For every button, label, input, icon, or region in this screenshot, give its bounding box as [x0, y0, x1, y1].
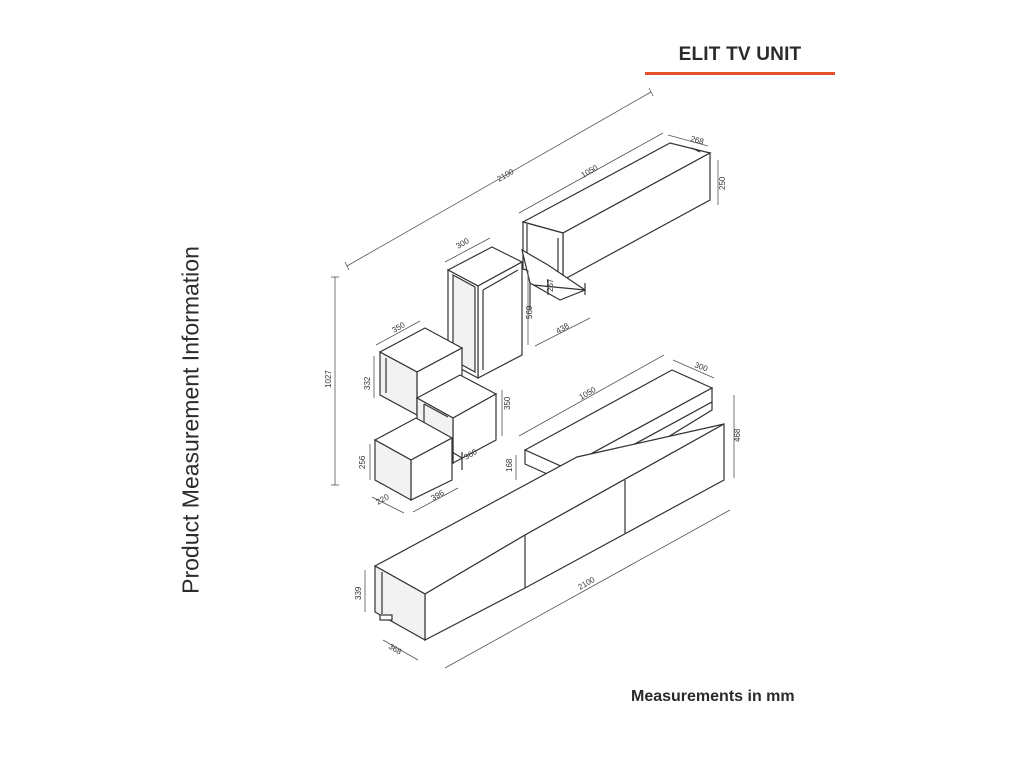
stand-depth-label: 368	[387, 642, 404, 657]
top-cabinet-height-label: 250	[718, 176, 727, 190]
bottom-shelf-width-label: 438	[555, 321, 572, 336]
stand-top-height-label: 168	[505, 458, 514, 472]
wall-height-dimension: 1027	[324, 276, 339, 486]
stand-height-label: 339	[354, 586, 363, 600]
tv-stand-base	[373, 422, 725, 642]
mid-cube-height-label: 350	[503, 396, 512, 410]
stand-total-height-label: 468	[733, 428, 742, 442]
top-cabinet-depth-label: 268	[689, 134, 705, 146]
title-underline	[645, 72, 835, 75]
wall-height-label: 1027	[324, 370, 333, 388]
gap-height-label: 257	[546, 278, 555, 292]
tall-shelf-width-label: 300	[455, 236, 472, 251]
wall-width-label: 2100	[496, 167, 516, 184]
tall-shelf-height-label: 569	[525, 305, 534, 319]
open-shelf-small	[521, 248, 587, 310]
cube-top-height-label: 332	[363, 376, 372, 390]
cube-top-width-label: 350	[391, 320, 408, 335]
gap-dimension: 257	[546, 278, 555, 292]
cube-bottom	[373, 417, 463, 502]
cube-depth-label: 220	[375, 492, 392, 507]
stand-top-depth-label: 300	[693, 360, 709, 373]
top-cabinet-width-label: 1050	[580, 163, 600, 180]
top-wall-cabinet	[521, 142, 712, 282]
stand-top-width-label: 1050	[578, 385, 598, 402]
cube-bottom-height-label: 256	[358, 455, 367, 469]
measurements-note: Measurements in mm	[631, 688, 795, 705]
product-title: ELIT TV UNIT	[678, 44, 802, 65]
cube-middle-dimension: 350	[501, 390, 512, 436]
